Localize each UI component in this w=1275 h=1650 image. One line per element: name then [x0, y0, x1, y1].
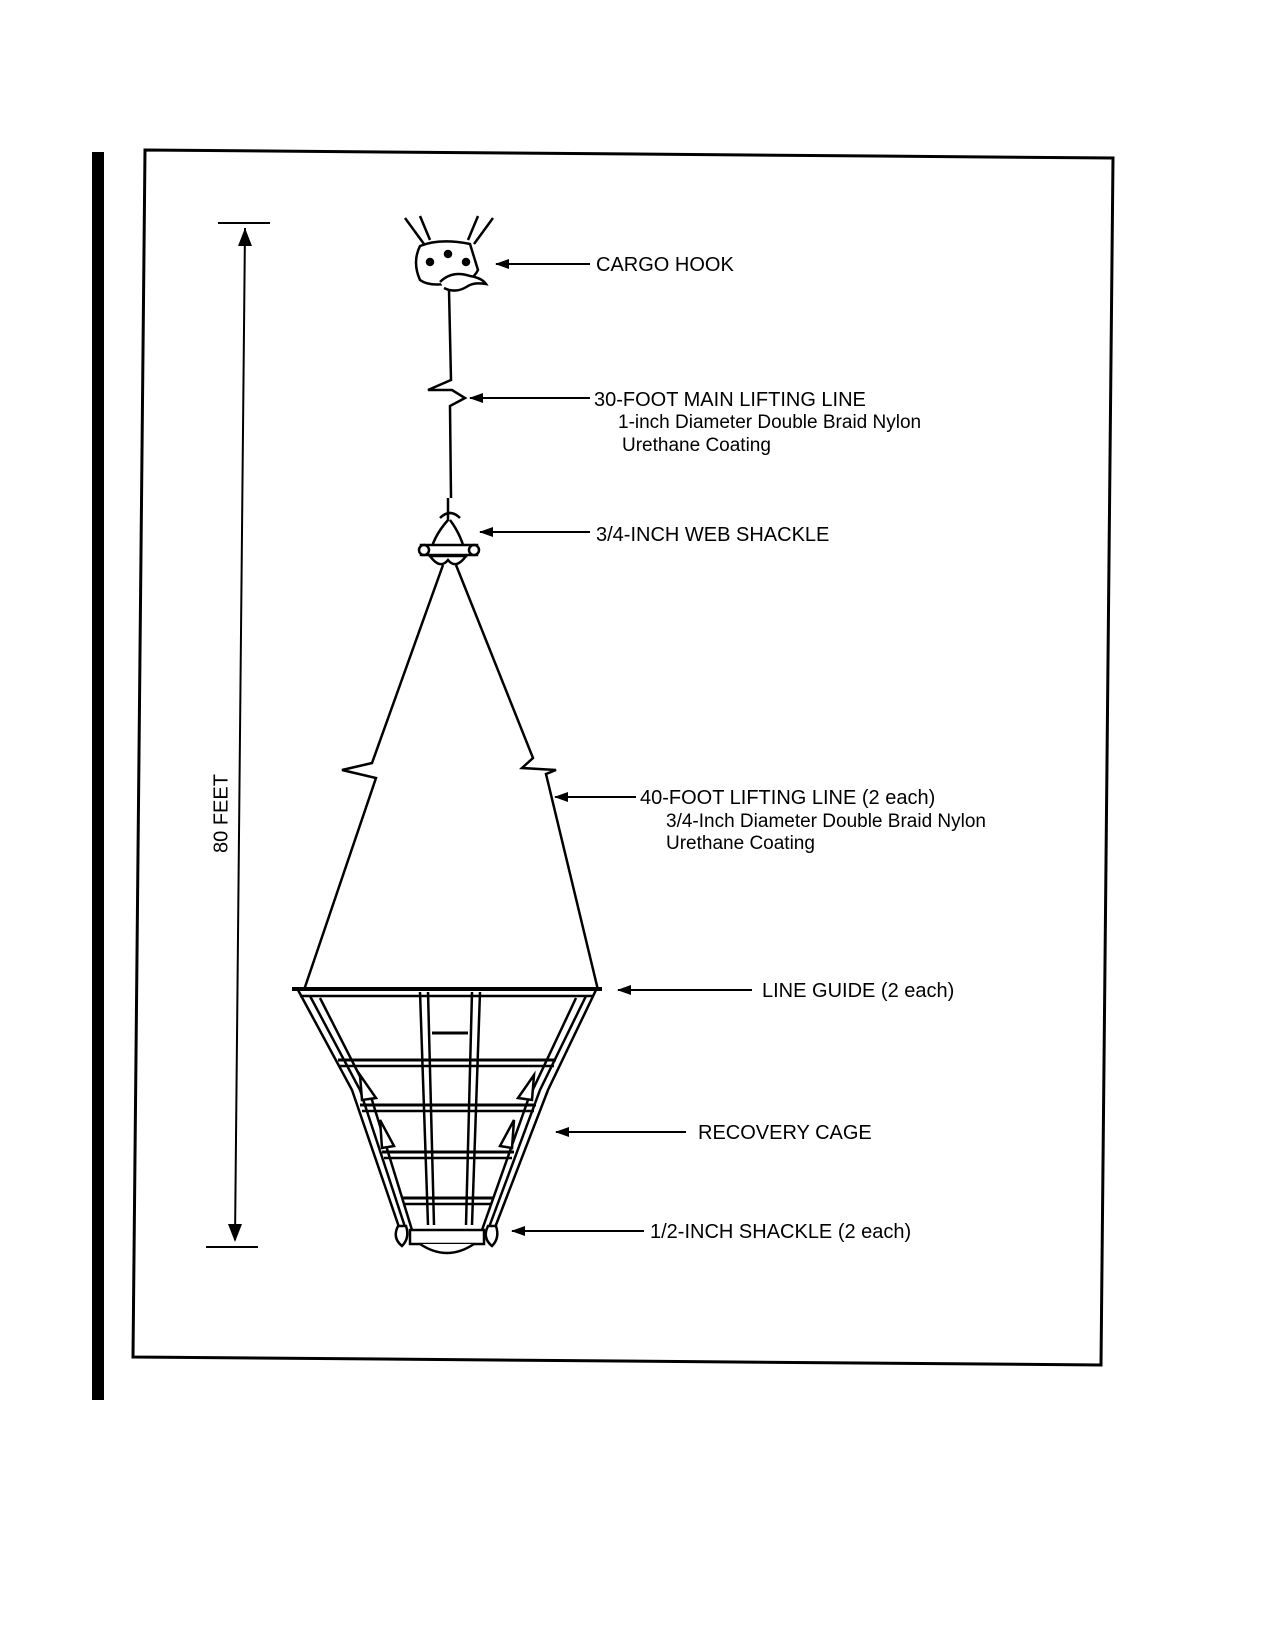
label-main-lifting-line-detail-2: Urethane Coating: [622, 435, 771, 456]
web-shackle: [417, 498, 481, 566]
label-recovery-cage: RECOVERY CAGE: [698, 1122, 872, 1144]
half-inch-shackles: [394, 1224, 499, 1248]
figure-frame: [131, 148, 1115, 1367]
lifting-line-left: [302, 564, 445, 991]
label-lifting-line: 40-FOOT LIFTING LINE (2 each): [640, 787, 936, 809]
lifting-line-right: [454, 564, 600, 991]
label-main-lifting-line-detail-1: 1-inch Diameter Double Braid Nylon: [618, 412, 922, 433]
label-lifting-line-detail-1: 3/4-Inch Diameter Double Braid Nylon: [666, 811, 986, 832]
label-main-lifting-line: 30-FOOT MAIN LIFTING LINE: [594, 389, 866, 411]
label-web-shackle: 3/4-INCH WEB SHACKLE: [596, 524, 830, 546]
callout-arrows: [469, 259, 752, 1236]
margin-bar: [92, 152, 104, 1400]
dimension-80-feet: [206, 222, 270, 1248]
label-cargo-hook: CARGO HOOK: [596, 254, 734, 276]
cargo-hook: [403, 215, 495, 292]
dimension-label: 80 FEET: [210, 774, 233, 853]
label-lifting-line-detail-2: Urethane Coating: [666, 833, 815, 854]
label-line-guide: LINE GUIDE (2 each): [762, 980, 955, 1002]
recovery-cage: [292, 987, 602, 1255]
label-half-inch-shackle: 1/2-INCH SHACKLE (2 each): [650, 1221, 912, 1243]
main-lifting-line: [427, 289, 468, 499]
